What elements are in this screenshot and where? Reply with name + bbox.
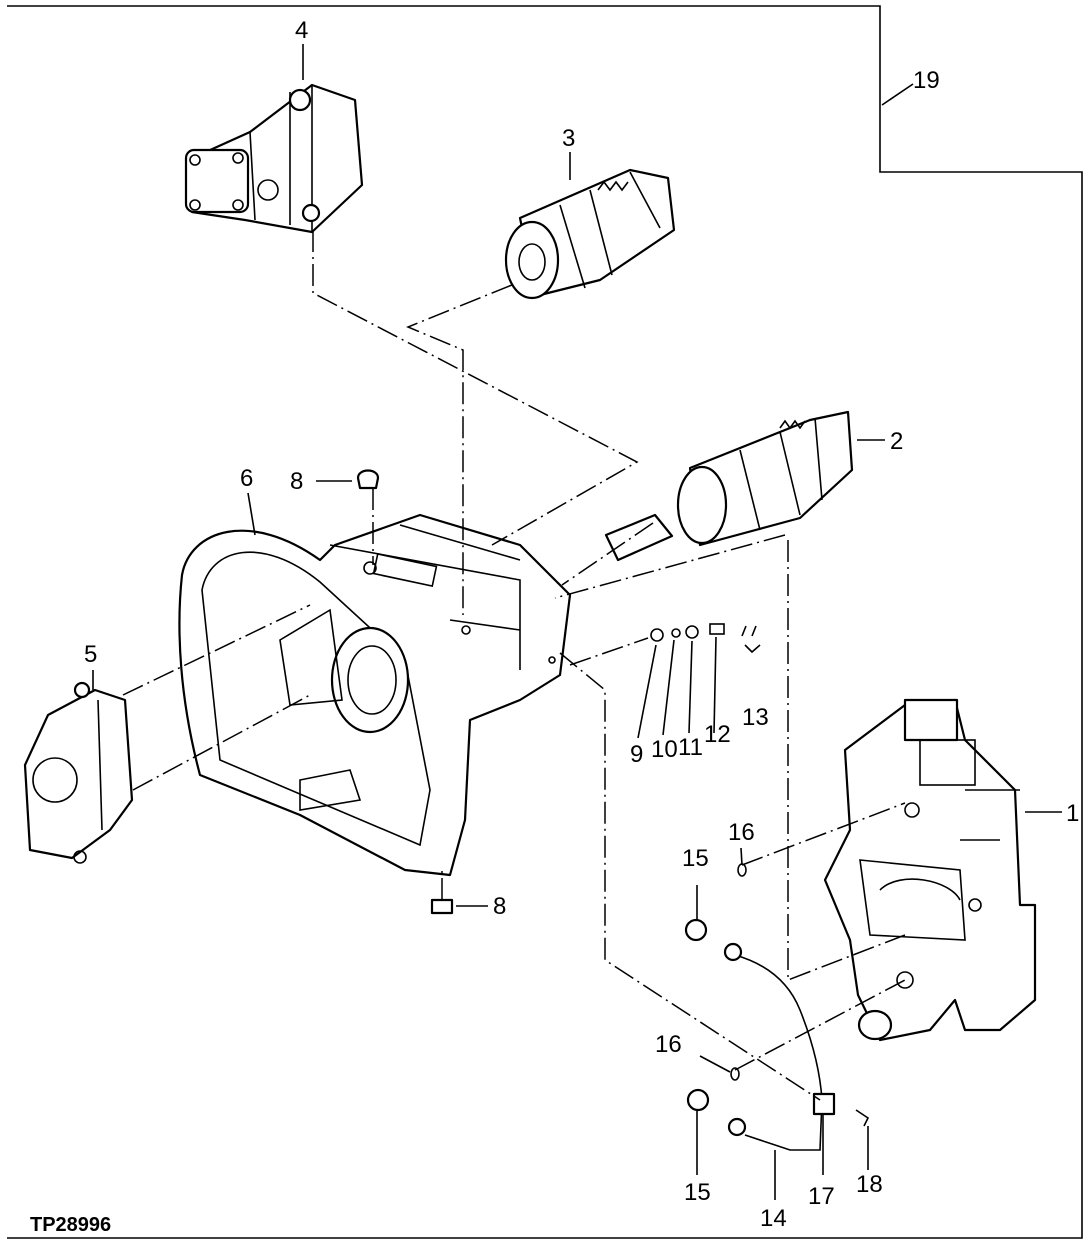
callout-8-bottom: 8	[493, 893, 506, 920]
part-6-transmission-housing	[178, 513, 572, 877]
part-16-seal-lower	[730, 1067, 740, 1081]
part-11-ball	[685, 625, 699, 639]
callout-16-lower: 16	[655, 1031, 682, 1058]
part-8-plug-top	[356, 469, 380, 490]
part-16-seal-upper	[737, 863, 747, 877]
part-15-fitting-lower	[686, 1088, 710, 1112]
figure-code: TP28996	[30, 1214, 111, 1236]
part-1-control-valve	[823, 698, 1037, 1042]
part-14-tube	[734, 954, 823, 1151]
callout-12: 12	[704, 721, 731, 748]
callout-15-upper: 15	[682, 845, 709, 872]
part-4-motor	[184, 83, 364, 234]
callout-9: 9	[630, 741, 643, 768]
callout-6: 6	[240, 465, 253, 492]
part-18-screw	[855, 1109, 870, 1127]
part-13-pin	[741, 625, 757, 637]
assembly-boundary-outline	[7, 5, 1083, 1239]
callout-5: 5	[84, 641, 97, 668]
callout-11: 11	[678, 734, 703, 761]
part-9-ring	[650, 628, 664, 642]
callout-2: 2	[890, 428, 903, 455]
callout-1: 1	[1066, 800, 1079, 827]
callout-19: 19	[913, 67, 940, 94]
part-2-input-gear-shaft	[604, 410, 854, 562]
callout-18: 18	[856, 1171, 883, 1198]
part-17-connector	[812, 1092, 836, 1116]
part-15-fitting-upper	[684, 918, 708, 942]
callout-8-top: 8	[290, 468, 303, 495]
callout-17: 17	[808, 1183, 835, 1210]
callout-15-lower: 15	[684, 1179, 711, 1206]
callout-14: 14	[760, 1205, 787, 1232]
part-12-spring	[709, 623, 725, 635]
part-5-cover-pump	[23, 681, 134, 864]
callout-16-upper: 16	[728, 819, 755, 846]
callout-13: 13	[742, 704, 769, 731]
part-3-gear-shaft	[504, 168, 676, 300]
callout-10: 10	[651, 736, 678, 763]
callout-3: 3	[562, 125, 575, 152]
part-8-plug-bottom	[430, 898, 454, 915]
callout-4: 4	[295, 17, 308, 44]
part-10-washer	[671, 628, 681, 638]
